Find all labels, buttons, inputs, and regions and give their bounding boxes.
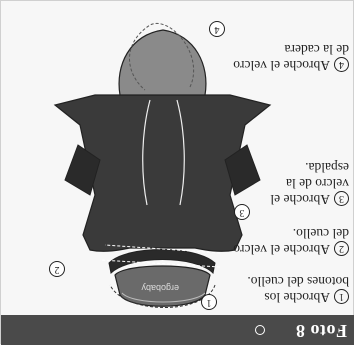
step-3-number: 3: [334, 191, 349, 206]
step-1-line-2: botones del cuello.: [247, 274, 349, 289]
step-1-line-1: Abroche los: [264, 290, 330, 305]
callout-3: 3: [234, 204, 250, 220]
step-2-label: 2 Abroche el velcro del cuello.: [233, 225, 349, 257]
step-4-line-2: de la cadera: [285, 42, 349, 57]
step-4-number: 4: [334, 57, 349, 72]
step-3-line-1: Abroche el: [270, 192, 330, 207]
callout-4: 4: [209, 21, 225, 37]
step-1-label: 1 Abroche los botones del cuello.: [247, 273, 349, 305]
step-4-line-1: Abroche el velcro: [233, 58, 330, 73]
step-3-label: 3 Abroche el velcro de la espalda.: [270, 159, 349, 207]
step-3-line-3: espalda.: [305, 160, 349, 175]
step-2-line-1: Abroche el velcro: [233, 242, 330, 257]
step-4-label: 4 Abroche el velcro de la cadera: [233, 41, 349, 73]
callout-1: 1: [201, 294, 217, 310]
garment-brand-tag: ergobaby: [141, 283, 179, 293]
step-2-line-2: del cuello.: [293, 226, 349, 241]
callout-2: 2: [49, 261, 65, 277]
step-1-number: 1: [334, 289, 349, 304]
step-3-line-2: velcro de la: [286, 176, 349, 191]
step-2-number: 2: [334, 241, 349, 256]
